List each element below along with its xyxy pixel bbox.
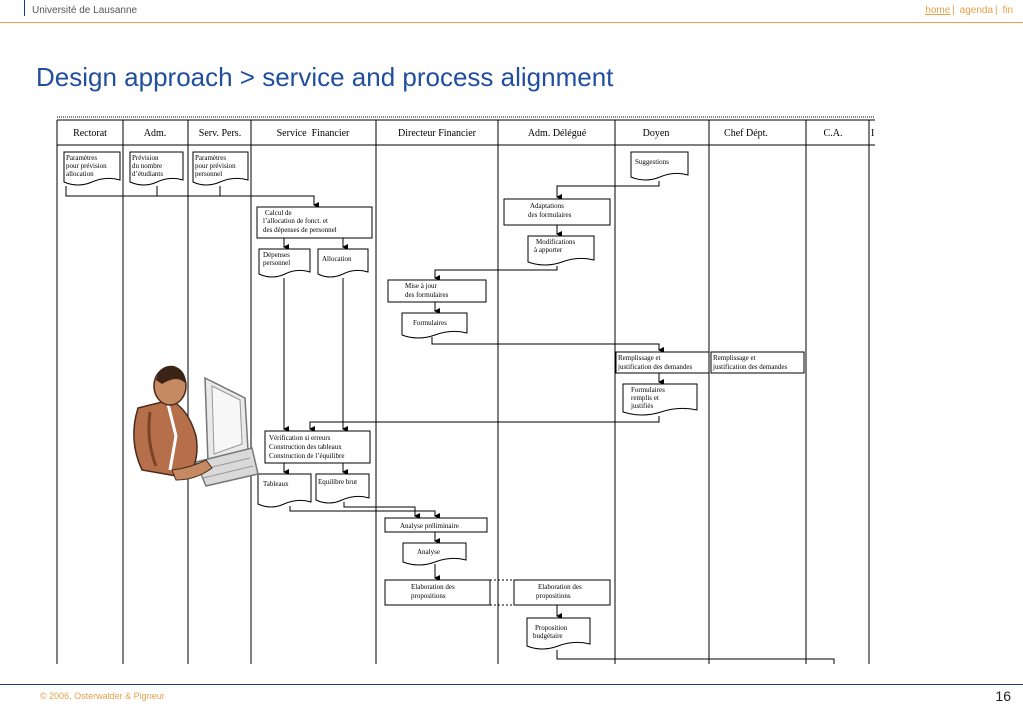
doc-prevision-etudiants: Prévision du nombre d’étudiants [129, 151, 184, 186]
doc-parametres-allocation: Paramètres pour prévision allocation [63, 151, 121, 186]
svg-text:justification des demandes: justification des demandes [617, 363, 693, 371]
top-nav: home| agenda| fin [925, 5, 1013, 16]
column-header-doyen: Doyen [643, 128, 670, 139]
svg-text:pour prévision: pour prévision [66, 162, 107, 170]
column-header-service-financier: Service Financier [277, 128, 350, 139]
doc-formulaires-remplis: Formulaires remplis et justifiés [622, 383, 698, 416]
connector-arrow [556, 181, 660, 200]
svg-text:Allocation: Allocation [322, 255, 352, 263]
column-header-serv-pers: Serv. Pers. [199, 128, 241, 139]
svg-text:Modifications: Modifications [536, 238, 576, 246]
doc-modifications: Modifications à apporter [527, 235, 595, 266]
svg-text:à apporter: à apporter [534, 246, 563, 254]
svg-text:Mise à jour: Mise à jour [405, 282, 438, 290]
doc-analyse: Analyse [402, 542, 467, 566]
svg-text:Elaboration des: Elaboration des [411, 583, 455, 591]
header-divider [24, 0, 25, 16]
svg-text:propositions: propositions [536, 592, 571, 600]
process-elaboration-adm: Elaboration des propositions [513, 579, 611, 606]
svg-text:Vérification si erreurs: Vérification si erreurs [269, 434, 331, 442]
nav-fin-link[interactable]: fin [1002, 5, 1013, 16]
svg-text:l’allocation de fonct. et: l’allocation de fonct. et [263, 217, 328, 225]
doc-parametres-personnel: Paramètres pour prévision personnel [192, 151, 249, 186]
connector-arrow [289, 506, 440, 519]
svg-text:Calcul de: Calcul de [265, 209, 292, 217]
column-header-chef-dept: Chef Dépt. [724, 128, 768, 139]
svg-text:Formulaires: Formulaires [413, 319, 447, 327]
page-number: 16 [995, 688, 1011, 704]
svg-text:Remplissage et: Remplissage et [713, 354, 756, 362]
svg-text:Paramètres: Paramètres [66, 154, 97, 162]
svg-text:Adaptations: Adaptations [530, 202, 564, 210]
process-mise-a-jour: Mise à jour des formulaires [387, 279, 487, 303]
doc-equilibre-brut: Equilibre brut [315, 473, 370, 504]
svg-text:des dépenses de personnel: des dépenses de personnel [263, 226, 337, 234]
svg-text:Dépenses: Dépenses [263, 251, 290, 259]
svg-text:Construction de l’équilibre: Construction de l’équilibre [269, 452, 344, 460]
column-header-directeur-financier: Directeur Financier [398, 128, 477, 139]
svg-text:justification des demandes: justification des demandes [712, 363, 788, 371]
svg-text:Construction des tableaux: Construction des tableaux [269, 443, 342, 451]
column-header-cut: I [871, 128, 874, 139]
svg-text:personnel: personnel [263, 259, 290, 267]
process-calcul-allocation: Calcul de l’allocation de fonct. et des … [256, 206, 373, 239]
svg-text:justifiés: justifiés [630, 402, 653, 410]
nav-agenda-link[interactable]: agenda [959, 5, 994, 16]
svg-text:du nombre: du nombre [132, 162, 162, 170]
svg-text:remplis et: remplis et [631, 394, 659, 402]
process-analyse-preliminaire: Analyse préliminaire [384, 517, 488, 533]
connector-line [556, 650, 835, 664]
svg-text:Elaboration des: Elaboration des [538, 583, 582, 591]
svg-text:Tableaux: Tableaux [263, 480, 289, 488]
slide-title: Design approach > service and process al… [36, 62, 614, 92]
column-header-ca: C.A. [824, 128, 843, 139]
connector-arrow [65, 186, 319, 208]
svg-text:Analyse préliminaire: Analyse préliminaire [400, 522, 459, 530]
doc-depenses-personnel: Dépenses personnel [258, 248, 311, 278]
process-remplissage-doyen: Remplissage et justification des demande… [615, 351, 710, 374]
svg-text:allocation: allocation [66, 170, 94, 178]
doc-suggestions: Suggestions [630, 151, 689, 181]
footer-copyright: © 2006, Osterwalder & Pigneur [40, 691, 165, 701]
doc-tableaux: Tableaux [257, 473, 312, 508]
process-verification: Vérification si erreurs Construction des… [264, 430, 371, 464]
svg-text:Formulaires: Formulaires [631, 386, 665, 394]
nav-separator: | [952, 5, 955, 16]
svg-text:des formulaires: des formulaires [528, 211, 572, 219]
doc-proposition-budgetaire: Proposition budgétaire [526, 617, 591, 650]
svg-text:propositions: propositions [411, 592, 446, 600]
svg-text:Suggestions: Suggestions [635, 158, 669, 166]
process-adaptations-formulaires: Adaptations des formulaires [503, 198, 611, 226]
footer-divider [0, 684, 1023, 685]
process-elaboration-directeur: Elaboration des propositions [384, 579, 491, 606]
connector-arrow [434, 266, 558, 281]
person-at-computer-clipart [133, 365, 259, 487]
column-header-rectorat: Rectorat [73, 128, 107, 139]
svg-text:d’étudiants: d’étudiants [132, 170, 163, 178]
svg-text:Equilibre brut: Equilibre brut [318, 478, 357, 486]
column-header-adm: Adm. [144, 128, 167, 139]
doc-allocation: Allocation [317, 248, 369, 278]
svg-text:personnel: personnel [195, 170, 222, 178]
svg-text:budgétaire: budgétaire [533, 632, 563, 640]
svg-text:des formulaires: des formulaires [405, 291, 449, 299]
connector-arrow [309, 416, 660, 432]
nav-separator: | [995, 5, 998, 16]
svg-text:Proposition: Proposition [535, 624, 568, 632]
svg-text:pour prévision: pour prévision [195, 162, 236, 170]
svg-text:Paramètres: Paramètres [195, 154, 226, 162]
svg-text:Prévision: Prévision [132, 154, 159, 162]
connector-arrow [343, 502, 420, 519]
svg-text:Analyse: Analyse [417, 548, 440, 556]
svg-text:Remplissage et: Remplissage et [618, 354, 661, 362]
nav-home-link[interactable]: home [925, 5, 951, 16]
process-remplissage-chef: Remplissage et justification des demande… [710, 351, 805, 374]
university-name: Université de Lausanne [32, 5, 138, 16]
connector-arrow [431, 337, 664, 353]
doc-formulaires: Formulaires [401, 312, 468, 339]
column-header-adm-delegue: Adm. Délégué [528, 128, 587, 139]
top-bar: Université de Lausanne home| agenda| fin [0, 0, 1023, 23]
